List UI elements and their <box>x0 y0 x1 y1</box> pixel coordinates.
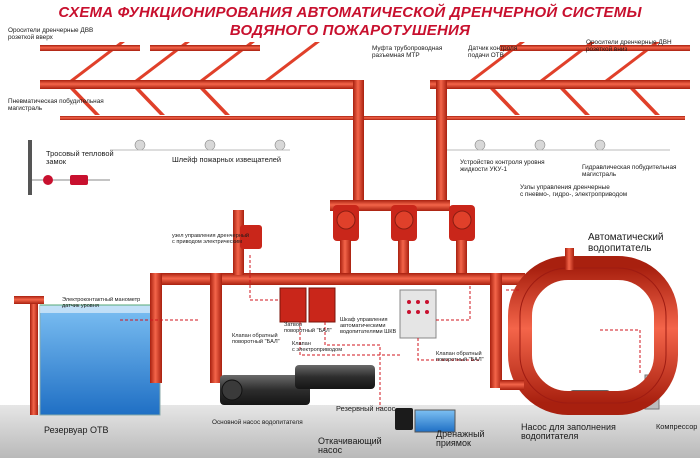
label-control-units: Узлы управления дренчерные с пневмо-, ги… <box>520 184 628 198</box>
label-cable-lock: Тросовый тепловой замок <box>46 149 114 166</box>
label-drain-pump: Откачивающий насос <box>318 436 382 456</box>
control-panels <box>279 287 437 339</box>
label-electric-drive: узел управления дренчерный с приводом эл… <box>172 233 250 245</box>
label-fill-pump: Насос для заполнения водопитателя <box>521 422 616 442</box>
control-units <box>333 205 475 275</box>
label-reservoir-note: Электроконтактный манометр датчик уровня <box>62 297 141 309</box>
drain-pump <box>395 408 413 430</box>
label-control-cabinet: Шкаф управления автоматическими водопита… <box>340 317 397 335</box>
control-lines <box>120 255 641 408</box>
label-auto-feeder: Автоматический водопитатель <box>588 232 664 254</box>
label-sprinklers-up: Оросители дренчерные ДВВ розеткой вверх <box>8 27 94 41</box>
label-main-pump: Основной насос водопитателя <box>212 419 303 426</box>
label-pneumatic-line: Пневматическая побудительная магистраль <box>8 98 104 112</box>
reservoir-feed-pipe <box>14 296 44 415</box>
label-drain-pit: Дренажный приямок <box>436 429 485 449</box>
reservoir-tank <box>39 304 161 416</box>
label-valve-electric: Клапан с электроприводом <box>292 341 343 353</box>
risers <box>330 80 450 211</box>
label-level-control: Устройство контроля уровня жидкости УКУ-… <box>460 159 545 173</box>
cable-thermal-lock <box>28 140 110 195</box>
title-line-1: СХЕМА ФУНКЦИОНИРОВАНИЯ АВТОМАТИЧЕСКОЙ ДР… <box>58 4 642 21</box>
reserve-pump <box>295 365 375 389</box>
label-reserve-pump: Резервный насос <box>336 404 396 413</box>
electric-drive-unit <box>233 210 262 275</box>
label-hydraulic-line: Гидравлическая побудительная магистраль <box>582 164 677 178</box>
label-gate-valve: Затвор поворотный "БАЛ" <box>284 322 332 334</box>
pneumatic-line <box>60 116 685 120</box>
label-compressor: Компрессор <box>656 422 698 431</box>
title-line-2: ВОДЯНОГО ПОЖАРОТУШЕНИЯ <box>229 22 471 39</box>
label-flow-sensor: Датчик контроля подачи ОТВ <box>468 45 518 59</box>
label-check-valve: Клапан обратный поворотный "БАЛ" <box>232 333 280 345</box>
label-reservoir: Резервуар ОТВ <box>44 425 109 435</box>
drain-pit <box>414 409 456 433</box>
label-mtp-coupling: Муфта трубопроводная разъемная МТР <box>372 45 443 59</box>
sprinkler-network-upper-right <box>430 42 690 115</box>
automatic-feeder <box>508 248 678 415</box>
sprinkler-network-upper-left <box>40 42 360 115</box>
fire-detectors <box>134 139 606 151</box>
label-thermal-cable: Шлейф пожарных извещателей <box>172 155 282 164</box>
label-check-valve-right: Клапан обратный поворотный "БАЛ" <box>436 351 484 363</box>
main-header-pipe <box>150 273 525 388</box>
label-sprinklers-down: Оросители дренчерные ДВН розеткой вниз <box>586 39 672 53</box>
feeder-link-pipe <box>500 380 524 390</box>
main-pump <box>220 375 310 405</box>
